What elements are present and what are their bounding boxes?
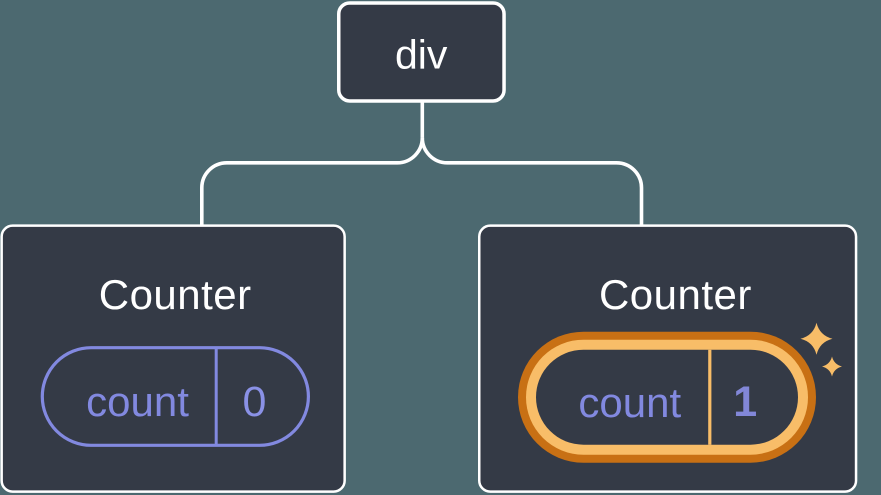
svg-text:0: 0 [243,378,267,426]
svg-text:1: 1 [733,378,757,426]
svg-text:count: count [86,378,189,425]
svg-text:div: div [395,32,448,78]
svg-text:Counter: Counter [599,271,752,318]
svg-text:Counter: Counter [99,271,252,318]
svg-text:count: count [578,379,681,426]
